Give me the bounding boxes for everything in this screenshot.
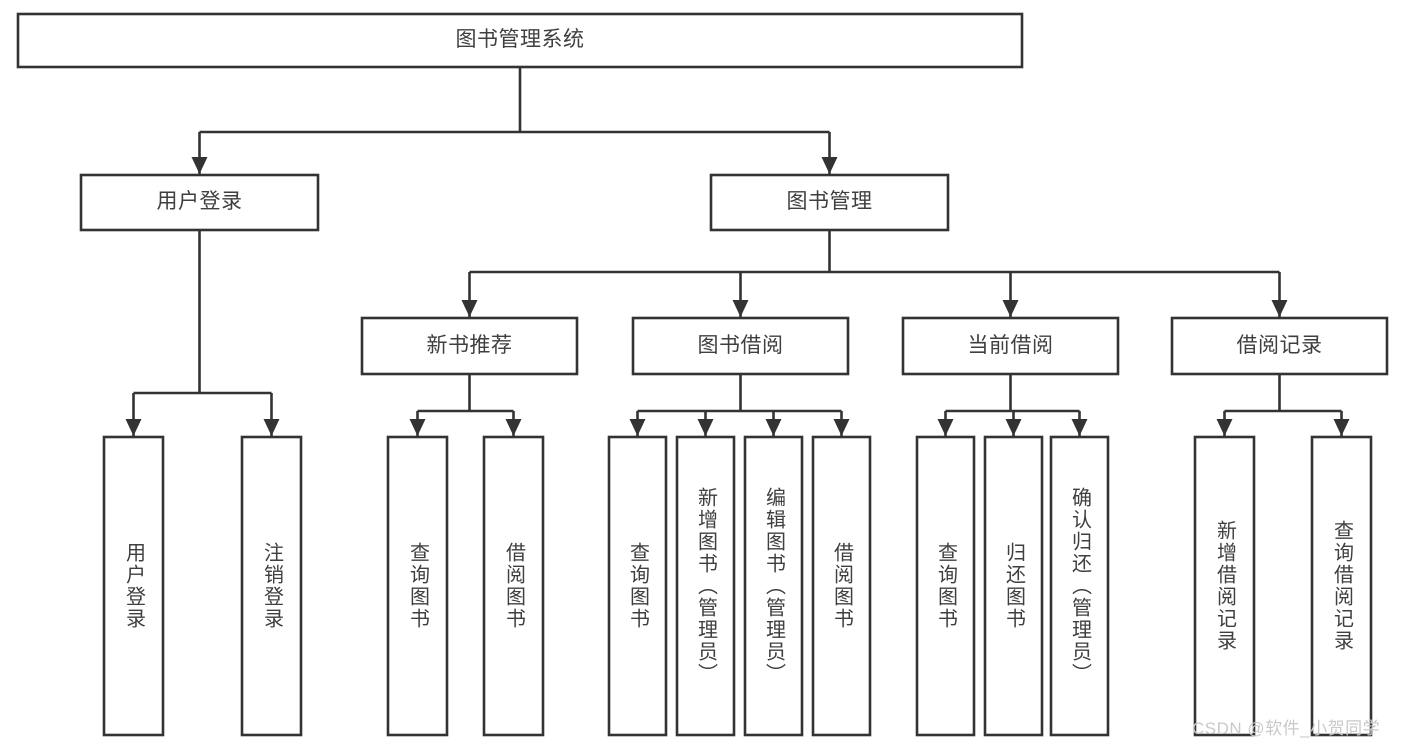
arrow-head-current-borrow bbox=[1002, 300, 1019, 317]
node-box-leaf-add-borrow-record[interactable] bbox=[1193, 435, 1256, 737]
arrow-head-leaf-confirm-return-admin bbox=[1071, 419, 1088, 436]
arrow-head-leaf-return-book bbox=[1005, 419, 1022, 436]
csdn-watermark: CSDN @软件_小贺同学 bbox=[1192, 719, 1381, 738]
arrow-head-leaf-add-borrow-record bbox=[1216, 419, 1233, 436]
arrow-head-user-login bbox=[191, 157, 208, 174]
node-box-book-borrow[interactable] bbox=[631, 316, 850, 376]
node-box-current-borrow[interactable] bbox=[901, 316, 1120, 376]
node-box-leaf-user-login[interactable] bbox=[102, 435, 165, 737]
box-layer bbox=[16, 12, 1389, 737]
node-box-leaf-edit-book-admin[interactable] bbox=[743, 435, 804, 737]
node-box-book-management[interactable] bbox=[709, 173, 950, 232]
arrow-head-leaf-borrow-book-2 bbox=[833, 419, 850, 436]
arrow-head-leaf-query-book-2 bbox=[629, 419, 646, 436]
node-box-leaf-borrow-book-2[interactable] bbox=[811, 435, 872, 737]
node-box-leaf-borrow-book-1[interactable] bbox=[482, 435, 545, 737]
node-box-user-login[interactable] bbox=[79, 173, 320, 232]
node-box-leaf-confirm-return-admin[interactable] bbox=[1049, 435, 1110, 737]
arrow-head-leaf-query-borrow-record bbox=[1333, 419, 1350, 436]
node-box-new-book-recommend[interactable] bbox=[360, 316, 579, 376]
node-box-leaf-query-book-2[interactable] bbox=[607, 435, 668, 737]
node-box-borrow-record[interactable] bbox=[1170, 316, 1389, 376]
connector-layer bbox=[125, 67, 1350, 436]
node-box-leaf-return-book[interactable] bbox=[983, 435, 1044, 737]
arrow-head-book-borrow bbox=[732, 300, 749, 317]
arrow-head-leaf-user-login bbox=[125, 419, 142, 436]
node-box-leaf-query-book-3[interactable] bbox=[915, 435, 976, 737]
arrow-head-leaf-query-book-3 bbox=[937, 419, 954, 436]
arrow-head-leaf-logout-login bbox=[263, 419, 280, 436]
arrow-head-leaf-borrow-book-1 bbox=[505, 419, 522, 436]
arrow-head-borrow-record bbox=[1271, 300, 1288, 317]
node-box-leaf-logout-login[interactable] bbox=[240, 435, 303, 737]
node-box-leaf-add-book-admin[interactable] bbox=[675, 435, 736, 737]
arrow-head-leaf-add-book-admin bbox=[697, 419, 714, 436]
arrow-head-new-book-recommend bbox=[461, 300, 478, 317]
node-box-leaf-query-borrow-record[interactable] bbox=[1310, 435, 1373, 737]
arrow-head-leaf-edit-book-admin bbox=[765, 419, 782, 436]
arrow-head-leaf-query-book-1 bbox=[409, 419, 426, 436]
node-box-root[interactable] bbox=[16, 12, 1024, 69]
node-box-leaf-query-book-1[interactable] bbox=[386, 435, 449, 737]
arrow-head-book-management bbox=[821, 157, 838, 174]
